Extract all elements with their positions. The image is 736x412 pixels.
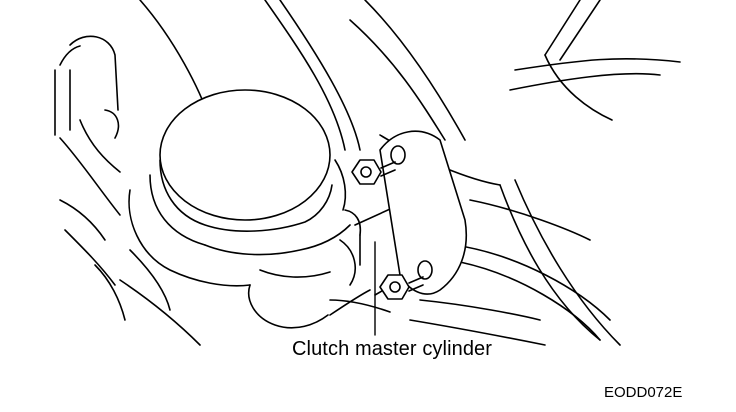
cylinder-body: [128, 189, 371, 329]
figure-code: EODD072E: [604, 384, 683, 401]
mounting-nut-upper: [351, 159, 396, 185]
reservoir-cap: [149, 89, 347, 246]
mounting-nut-lower: [379, 274, 424, 300]
callout-label: Clutch master cylinder: [292, 338, 493, 360]
left-engine-components: [54, 35, 171, 321]
mounting-flange: [379, 130, 468, 295]
